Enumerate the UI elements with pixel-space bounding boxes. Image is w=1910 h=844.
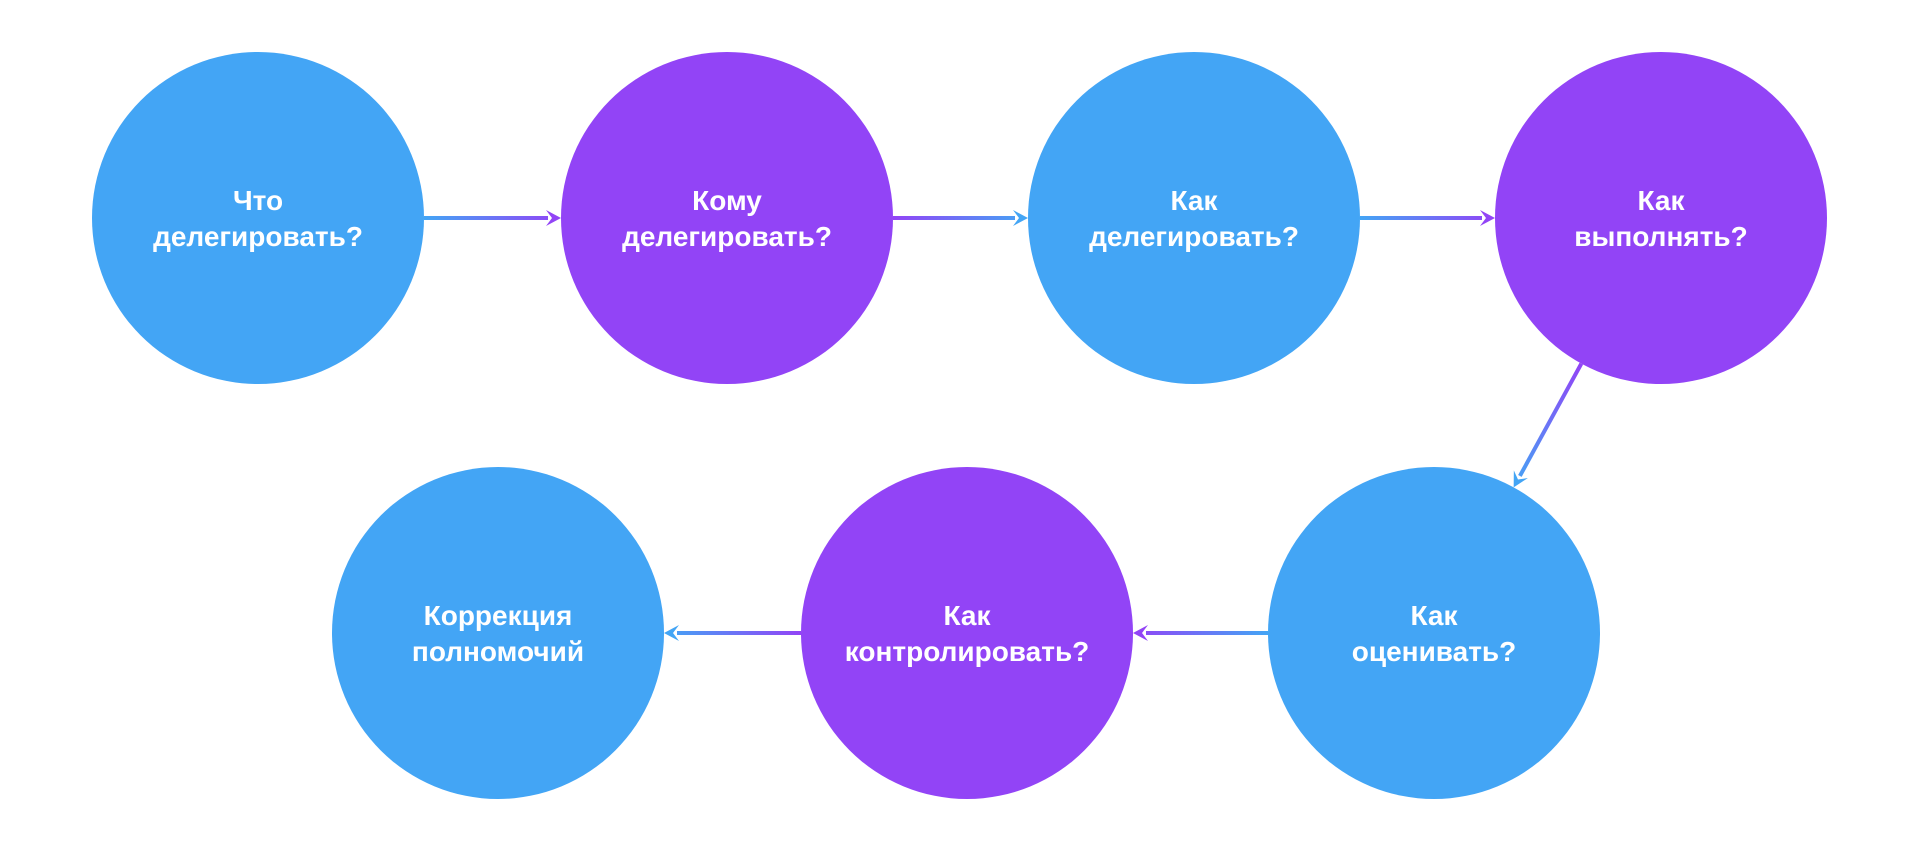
node-circle — [1268, 467, 1600, 799]
node-label-line: делегировать? — [1089, 221, 1299, 252]
node-label-line: Коррекция — [424, 600, 573, 631]
arrow-n6-to-n7 — [664, 625, 801, 641]
arrow-n2-to-n3 — [893, 210, 1028, 226]
arrow-line — [1518, 362, 1584, 477]
arrow-n5-to-n6 — [1133, 625, 1268, 641]
arrow-n4-to-n5 — [1513, 362, 1584, 488]
node-label-line: Что — [233, 185, 283, 216]
nodes-layer: Что делегировать? Кому делегировать? Как деле… — [92, 52, 1827, 799]
node-label-line: Как — [1637, 185, 1685, 216]
node-n2: Кому делегировать? — [561, 52, 893, 384]
arrow-n3-to-n4 — [1360, 210, 1495, 226]
node-circle — [1028, 52, 1360, 384]
node-circle — [801, 467, 1133, 799]
node-circle — [92, 52, 424, 384]
arrowhead-icon — [664, 625, 679, 641]
node-n6: Как контролировать? — [801, 467, 1133, 799]
edges-layer — [424, 210, 1584, 641]
node-n3: Как делегировать? — [1028, 52, 1360, 384]
node-n1: Что делегировать? — [92, 52, 424, 384]
node-label-line: делегировать? — [153, 221, 363, 252]
node-label-line: Как — [1170, 185, 1218, 216]
node-label-line: оценивать? — [1352, 636, 1516, 667]
arrowhead-icon — [1133, 625, 1148, 641]
node-label-line: Кому — [692, 185, 762, 216]
node-circle — [561, 52, 893, 384]
node-label-line: контролировать? — [845, 636, 1090, 667]
arrowhead-icon — [1513, 470, 1528, 488]
node-n5: Как оценивать? — [1268, 467, 1600, 799]
node-n7: Коррекция полномочий — [332, 467, 664, 799]
node-label-line: выполнять? — [1574, 221, 1748, 252]
node-circle — [332, 467, 664, 799]
node-label-line: Как — [1410, 600, 1458, 631]
arrowhead-icon — [1013, 210, 1028, 226]
arrowhead-icon — [1480, 210, 1495, 226]
node-label-line: Как — [943, 600, 991, 631]
node-circle — [1495, 52, 1827, 384]
arrowhead-icon — [546, 210, 561, 226]
node-label-line: полномочий — [412, 636, 584, 667]
node-n4: Как выполнять? — [1495, 52, 1827, 384]
node-label-line: делегировать? — [622, 221, 832, 252]
arrow-n1-to-n2 — [424, 210, 561, 226]
